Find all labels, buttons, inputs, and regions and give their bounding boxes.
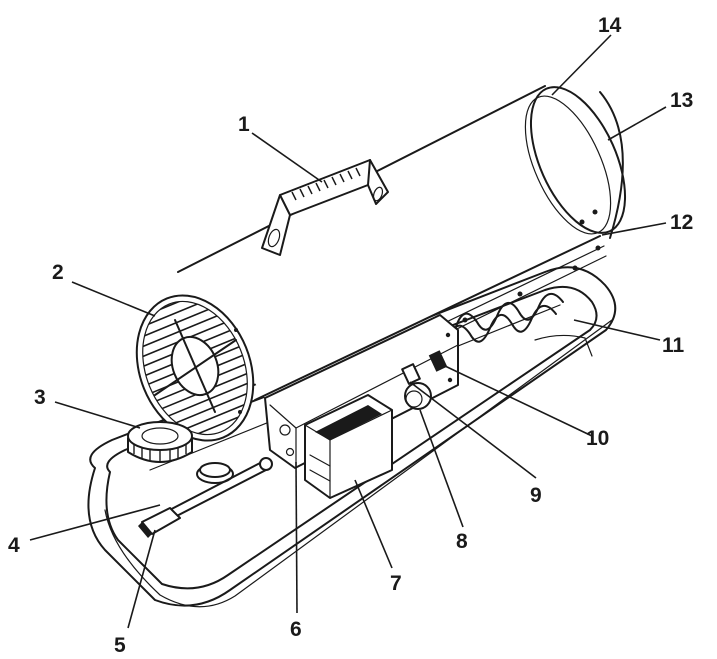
part-label-7: 7 — [390, 572, 402, 595]
part-label-4: 4 — [8, 534, 20, 557]
motor-unit — [304, 394, 393, 499]
part-label-14: 14 — [598, 14, 622, 37]
carry-handle — [261, 159, 389, 256]
part-labels: 1 2 3 4 5 6 7 8 9 10 11 12 13 14 — [8, 14, 693, 657]
part-label-1: 1 — [238, 113, 250, 136]
part-label-12: 12 — [670, 211, 693, 234]
part-label-3: 3 — [34, 386, 46, 409]
heat-coil — [447, 293, 564, 343]
part-label-11: 11 — [662, 334, 685, 357]
part-label-13: 13 — [670, 89, 693, 112]
part-label-5: 5 — [114, 634, 126, 657]
drain-plug — [138, 507, 181, 538]
part-label-9: 9 — [530, 484, 542, 507]
part-label-8: 8 — [456, 530, 468, 553]
part-label-10: 10 — [586, 427, 609, 450]
controls — [401, 350, 448, 410]
fuel-cap — [127, 421, 193, 463]
fuel-gauge — [159, 457, 273, 523]
part-label-2: 2 — [52, 261, 64, 284]
leader-lines — [29, 34, 667, 629]
part-label-6: 6 — [290, 618, 302, 641]
